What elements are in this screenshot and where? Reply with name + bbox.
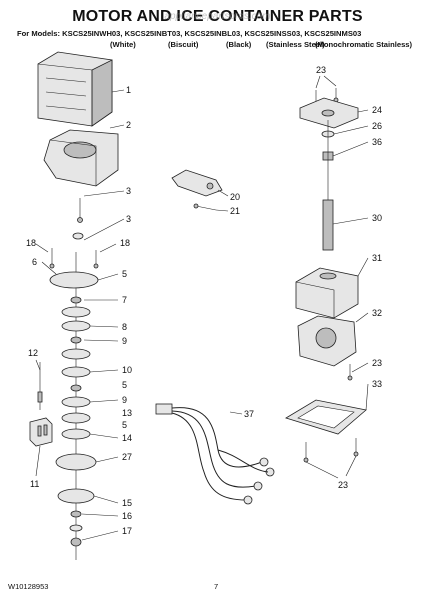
callout-10: 10 [122,365,132,375]
auger-housing-part [43,129,119,187]
block-part-11 [29,417,53,447]
screw-23-mid [347,364,353,381]
callout-13: 13 [122,408,132,418]
cutter-stack [49,252,99,560]
watermark: appliancepartspros.com [164,11,271,22]
wire-harness-part-37 [155,403,275,505]
finish-stainless: (Stainless Steel) [266,40,325,49]
callout-26: 26 [372,121,382,131]
callout-5-b: 5 [122,380,127,390]
callout-3: 3 [126,186,131,196]
callout-14: 14 [122,433,132,443]
callout-37: 37 [244,409,254,419]
callout-8-a: 8 [122,322,127,332]
callout-17: 17 [122,526,132,536]
callout-30: 30 [372,213,382,223]
callout-5-a: 5 [122,269,127,279]
callout-6: 6 [32,257,37,267]
callout-23-top: 23 [316,65,326,75]
finish-white: (White) [110,40,136,49]
screw-part-21 [193,203,217,211]
callout-9-a: 9 [122,336,127,346]
motor-part-32 [297,315,357,367]
callout-27: 27 [122,452,132,462]
callout-21: 21 [230,206,240,216]
finish-biscuit: (Biscuit) [168,40,199,49]
document-number: W10128953 [8,582,49,591]
callout-16: 16 [122,511,132,521]
leader-lines [35,75,369,541]
page-title: MOTOR AND ICE CONTAINER PARTS [72,8,363,25]
callout-36: 36 [372,137,382,147]
callout-9-b: 9 [122,395,127,405]
callout-1: 1 [126,85,131,95]
page-number: 7 [214,582,219,591]
callout-3-second: 3 [126,214,131,224]
bracket-part-20 [171,169,223,197]
screw-part-3 [72,198,84,240]
callout-11: 11 [30,479,39,489]
callout-33: 33 [372,379,382,389]
callout-18-left: 18 [26,238,36,248]
callout-18-right: 18 [120,238,130,248]
callout-2: 2 [126,120,131,130]
screws-23-bottom [303,438,359,463]
gasket-part-33 [285,399,367,435]
callout-7: 7 [122,295,127,305]
shaft-part-30 [322,120,334,251]
callout-31: 31 [372,253,382,263]
finish-monochromatic: (Monochromatic Stainless) [315,40,413,49]
callout-12: 12 [28,348,38,358]
screw-18-left [49,248,55,269]
screw-18-right [93,250,99,269]
finish-black: (Black) [226,40,252,49]
models-line: For Models: KSCS25INWH03, KSCS25INBT03, … [17,29,362,38]
callout-23-mid: 23 [372,358,382,368]
callout-5-c: 5 [122,420,127,430]
callout-23-bottom: 23 [338,480,348,490]
mount-plate-part-24 [299,97,359,129]
ice-container-part [37,51,113,127]
callout-24: 24 [372,105,382,115]
callout-20: 20 [230,192,240,202]
callout-15: 15 [122,498,132,508]
motor-cover-part-31 [295,267,359,319]
callout-32: 32 [372,308,382,318]
